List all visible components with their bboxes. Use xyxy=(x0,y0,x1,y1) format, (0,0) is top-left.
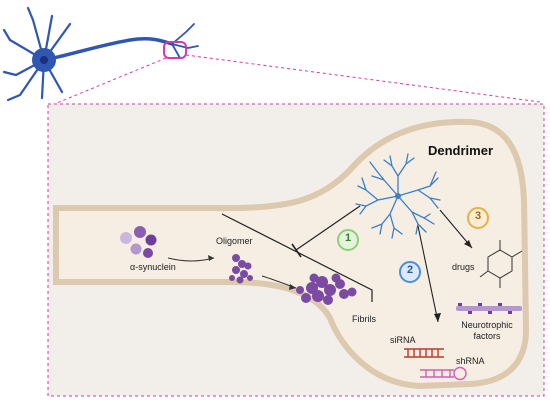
arrow-head-icon xyxy=(289,284,296,290)
inhibition-bar xyxy=(291,243,302,258)
oligomer-cluster xyxy=(229,254,253,284)
step-3-badge xyxy=(467,207,489,229)
neurotrophic-label-line2: factors xyxy=(473,331,501,341)
step-2-badge xyxy=(399,261,421,283)
alpha-synuclein-label: α-synuclein xyxy=(130,262,176,272)
drug-molecule-icon xyxy=(479,240,523,288)
neurotrophic-label-line1: Neurotrophic xyxy=(461,320,513,330)
neuron-icon xyxy=(2,6,199,102)
oligomer-label: Oligomer xyxy=(216,236,253,246)
zoom-guides xyxy=(51,54,541,106)
neurotrophic-factors-label: Neurotrophic factors xyxy=(456,320,518,342)
sirna-duplex-icon xyxy=(404,348,444,358)
arrow-head-icon xyxy=(434,313,441,322)
drugs-label: drugs xyxy=(452,262,475,272)
step-3-number: 3 xyxy=(474,210,482,222)
axon-terminal xyxy=(53,118,530,390)
sirna-label: siRNA xyxy=(390,335,416,345)
arrow-head-icon xyxy=(464,240,472,248)
step-1-badge xyxy=(337,229,359,251)
dendrimer-molecule-icon xyxy=(355,153,441,239)
fibrils-aggregate xyxy=(296,273,357,305)
zoom-box xyxy=(163,41,187,59)
fibrils-label: Fibrils xyxy=(352,314,376,324)
step-2-number: 2 xyxy=(406,264,414,276)
shrna-hairpin-icon xyxy=(420,366,467,381)
alpha-synuclein-monomers xyxy=(120,226,157,258)
step-1-number: 1 xyxy=(344,232,352,244)
arrow-to-drugs xyxy=(439,209,473,249)
dendrimer-label: Dendrimer xyxy=(428,143,494,158)
inhibition-line xyxy=(295,205,361,251)
dendrimer-core xyxy=(395,193,401,199)
arrow-head-icon xyxy=(208,255,214,261)
neuron-nucleus-icon xyxy=(40,56,48,64)
neurotrophic-chain xyxy=(456,303,522,314)
inhibition-bracket xyxy=(221,213,373,302)
arrow-to-sirna xyxy=(417,225,439,323)
shrna-label: shRNA xyxy=(456,356,485,366)
